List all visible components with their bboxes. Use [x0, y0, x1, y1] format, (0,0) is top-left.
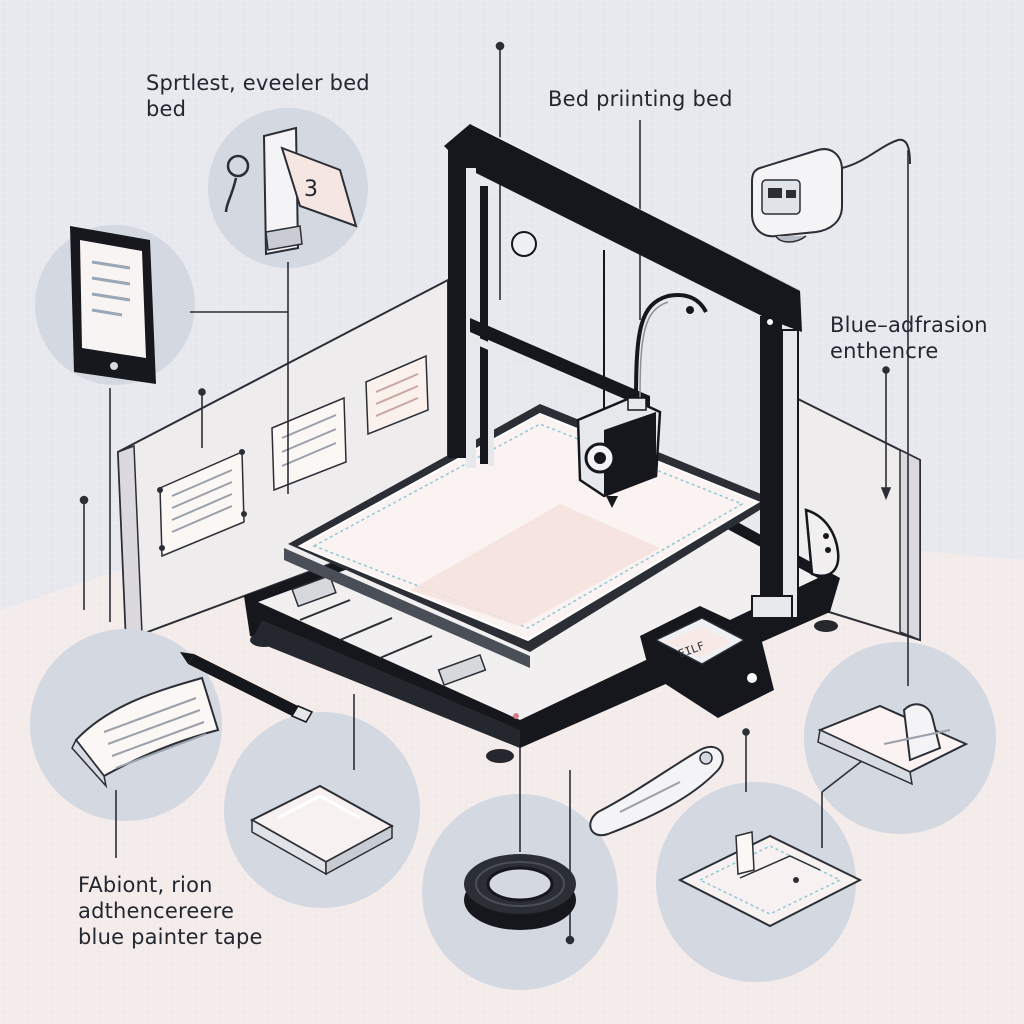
printer-frame	[444, 124, 806, 619]
tape-applicator-icon	[817, 703, 969, 786]
label-printing-bed: Bed priinting bed	[548, 87, 733, 111]
label-blue-adhesion: Blue–adfrasion enthencre	[830, 313, 988, 363]
label-blue-painter-tape: FAbiont, rion adthencereere blue painter…	[78, 873, 263, 949]
leveling-card-number: 3	[304, 177, 318, 202]
wall-note	[157, 449, 247, 558]
print-head	[576, 250, 708, 508]
glass-plate-icon	[249, 784, 395, 876]
camera-sensor-icon	[751, 138, 911, 243]
build-plate-corner-icon	[677, 831, 863, 928]
tablet-icon	[70, 226, 156, 384]
printer-display: EILF	[640, 606, 774, 718]
spatula-icon	[589, 745, 724, 837]
side-spool	[804, 508, 840, 577]
wall-note	[365, 354, 429, 436]
label-leveling-bed: Sprtlest, eveeler bed bed	[146, 71, 370, 121]
tape-roll-icon	[464, 854, 576, 930]
leveling-card-icon: 3	[224, 126, 358, 256]
wall-note	[271, 396, 347, 492]
open-book-icon	[71, 676, 220, 789]
pencil-icon	[180, 652, 314, 723]
